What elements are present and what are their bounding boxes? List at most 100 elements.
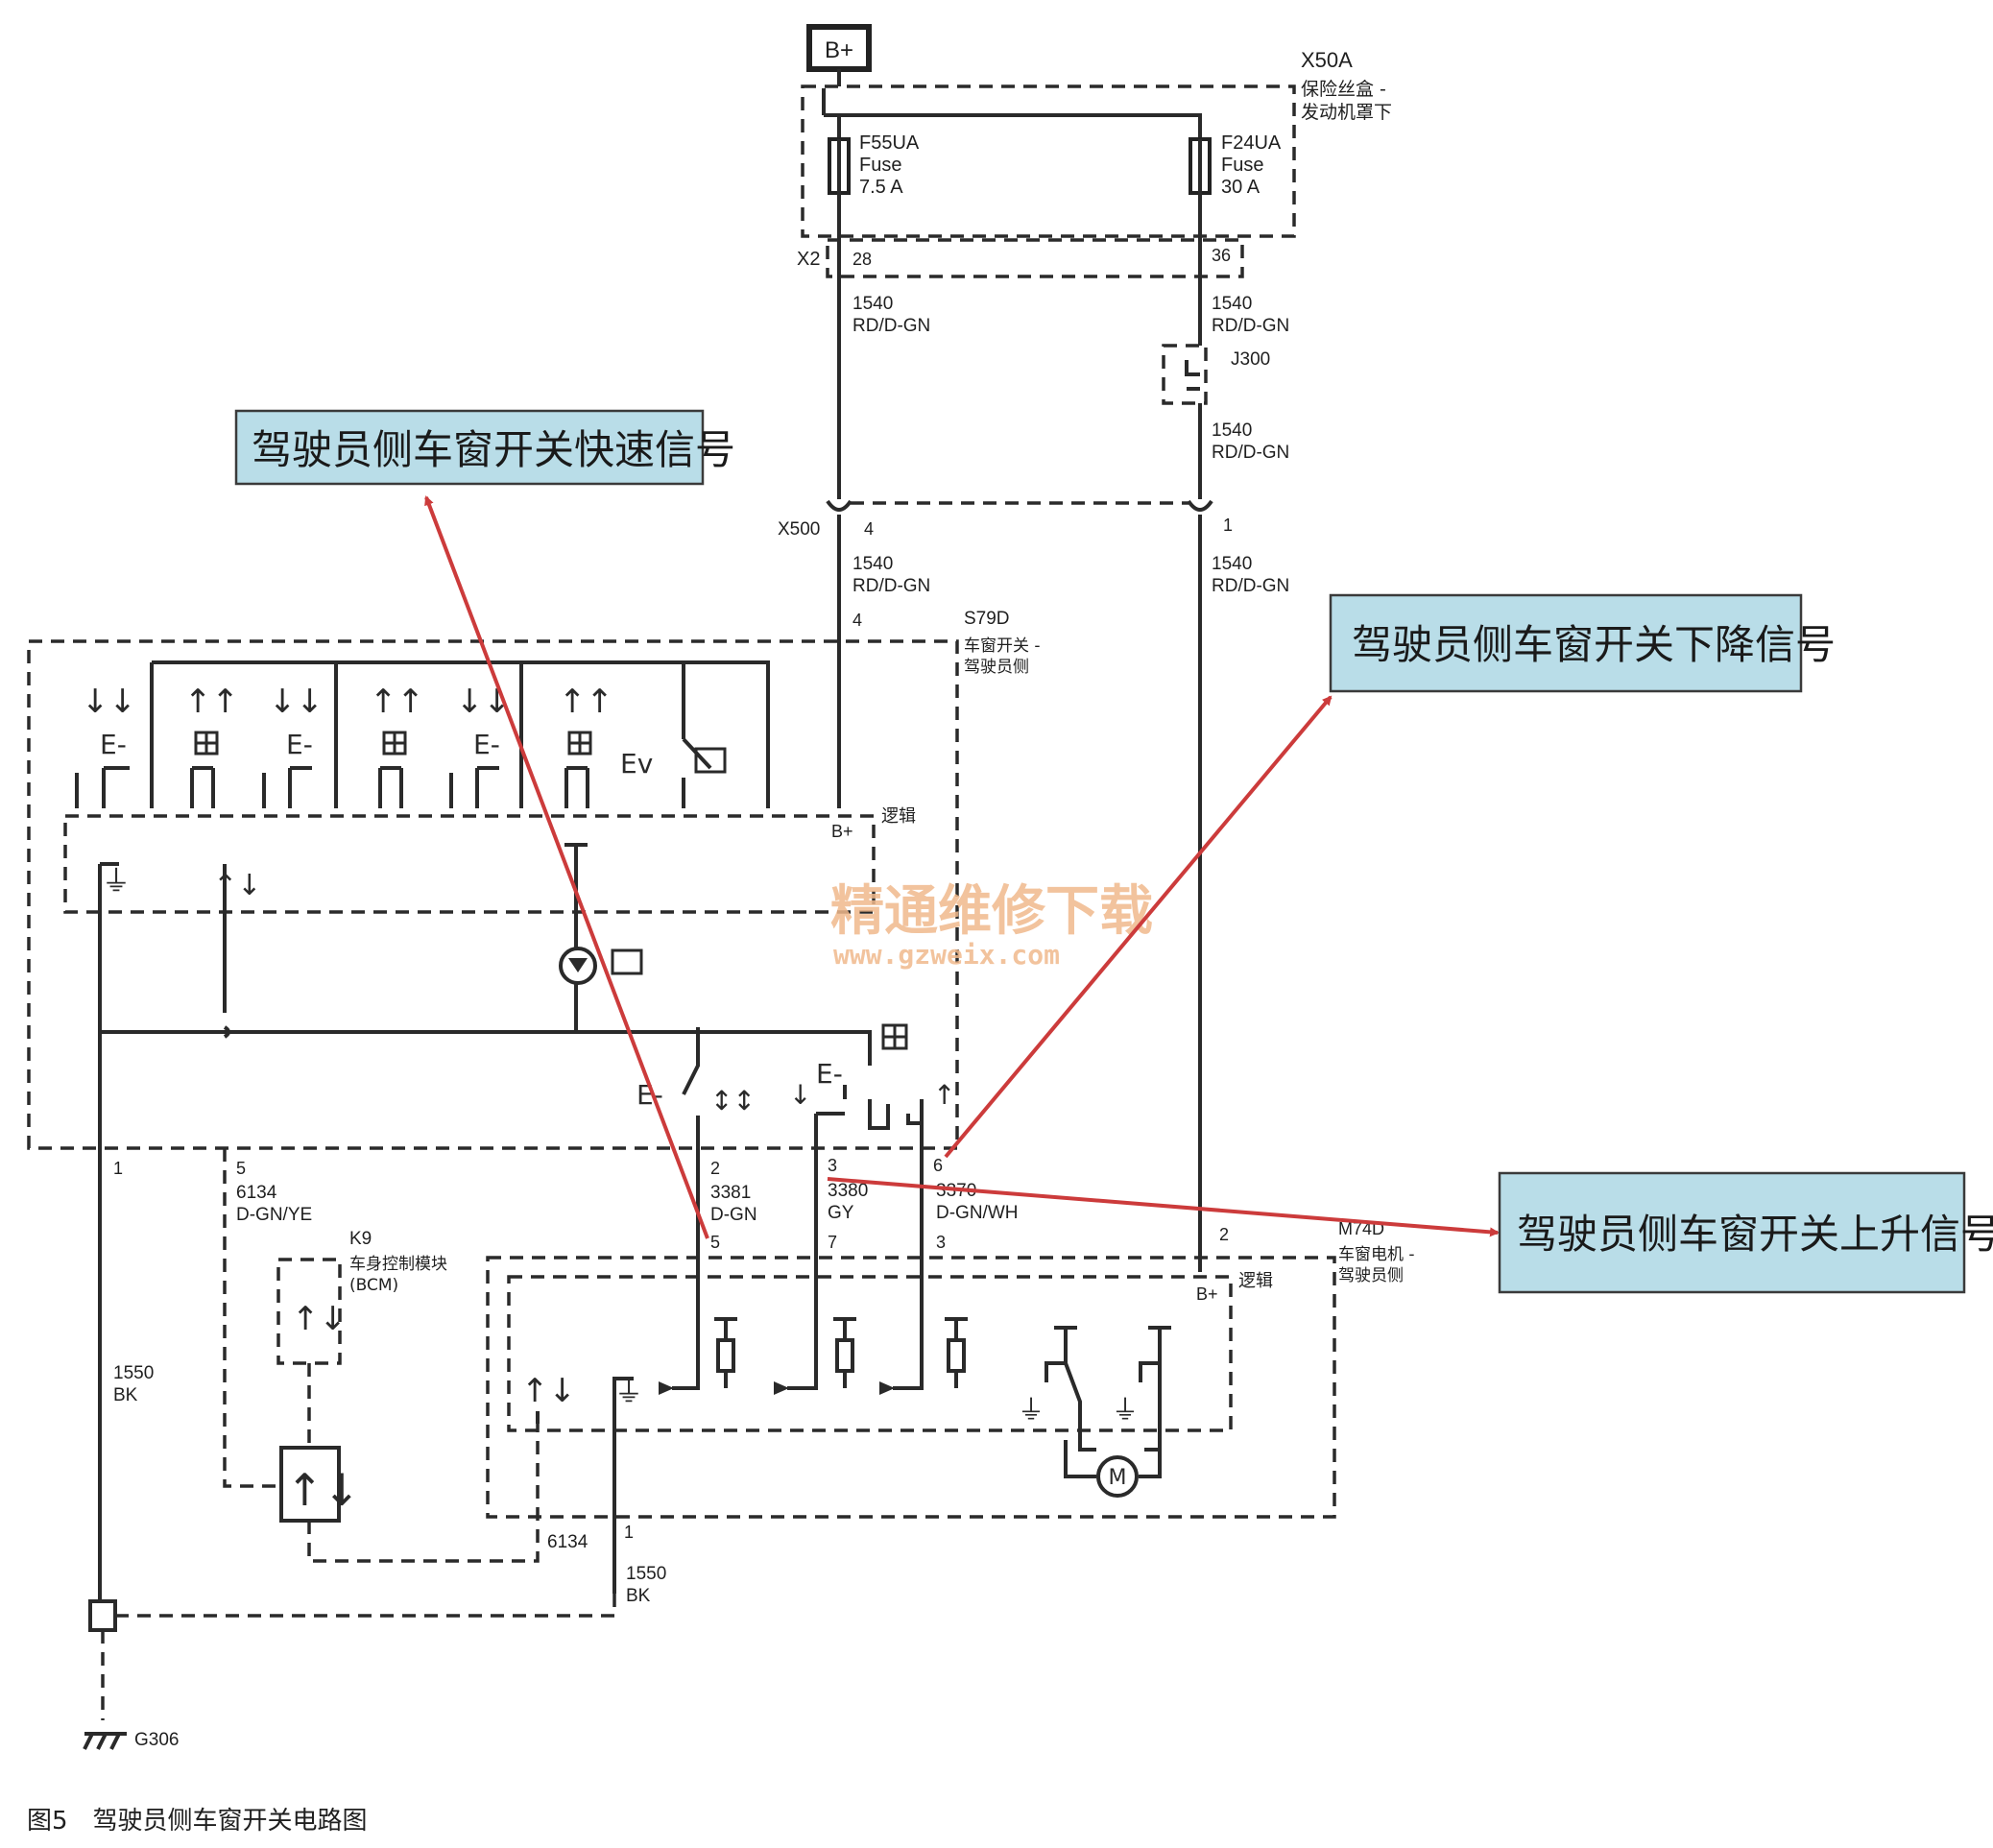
- watermark-url: www.gzweix.com: [833, 939, 1060, 971]
- callout-up-text: 驾驶员侧车窗开关上升信号: [1517, 1211, 1993, 1258]
- switch-pin-4: 4: [852, 611, 862, 630]
- logic-ground-and-data: ⏚ ↑↓: [102, 865, 261, 902]
- svg-text:E-: E-: [286, 729, 313, 760]
- svg-text:↑↑: ↑↑: [184, 683, 239, 721]
- fuse1-rating: 7.5 A: [859, 177, 903, 198]
- motor-wire-1550: 1550: [626, 1564, 666, 1584]
- motor-bplus: B+: [1196, 1284, 1218, 1304]
- wire-3370-color: D-GN/WH: [936, 1203, 1018, 1223]
- wire-color: RD/D-GN: [1212, 443, 1289, 463]
- svg-text:↑↓: ↑↓: [286, 1464, 360, 1516]
- switch-logic-label: 逻辑: [881, 806, 916, 827]
- svg-text:⏚: ⏚: [1018, 1394, 1045, 1426]
- svg-text:1: 1: [624, 1523, 634, 1542]
- svg-text:M: M: [1109, 1466, 1127, 1490]
- switch-name-2: 驾驶员侧: [964, 658, 1029, 677]
- callout-express-text: 驾驶员侧车窗开关快速信号: [252, 426, 735, 473]
- junction-j300: J300: [1162, 344, 1270, 405]
- fuse2-type: Fuse: [1221, 155, 1263, 176]
- motor-pins: 5 7 3 1: [624, 1233, 946, 1542]
- svg-text:↑↓: ↑↓: [292, 1300, 347, 1338]
- svg-text:1: 1: [113, 1159, 123, 1178]
- wire-3380: 3380: [828, 1181, 868, 1201]
- connector-x500: X500 4 1: [778, 499, 1233, 540]
- callout-up-signal: 驾驶员侧车窗开关上升信号: [1498, 1171, 1993, 1294]
- lower-switch-contacts: E- ↕↕ ↓ E- ↑: [636, 1058, 955, 1116]
- svg-text:Ev: Ev: [620, 748, 653, 780]
- fuse1-type: Fuse: [859, 155, 901, 176]
- svg-text:E-: E-: [100, 729, 127, 760]
- window-switch-s79d: S79D 车窗开关 - 驾驶员侧: [27, 609, 1041, 1150]
- fuse2-rating: 30 A: [1221, 177, 1261, 198]
- svg-text:↕↕: ↕↕: [710, 1085, 756, 1116]
- motor-inputs: ↑↓ ⏚: [521, 1238, 968, 1594]
- annotation-arrows: [424, 495, 1500, 1239]
- fuse-block-name-1: 保险丝盒 -: [1301, 79, 1386, 100]
- svg-text:⏚: ⏚: [1112, 1394, 1139, 1426]
- bcm-name-1: 车身控制模块: [349, 1255, 447, 1274]
- motor-name-2: 驾驶员侧: [1338, 1266, 1404, 1285]
- motor-logic-label: 逻辑: [1238, 1271, 1273, 1291]
- motor-wire-1550-color: BK: [626, 1586, 651, 1606]
- svg-text:↓↓: ↓↓: [269, 683, 324, 721]
- bcm-k9: K9 车身控制模块 (BCM) ↑↓ ↑↓: [276, 1229, 447, 1523]
- svg-text:2: 2: [710, 1159, 720, 1178]
- wire-1550: 1550: [113, 1363, 154, 1383]
- battery-label: B+: [825, 37, 853, 63]
- switch-contacts-row: ↓↓ ↑↑ ↓↓ ↑↑ ↓↓ ↑↑ E- E- E- Ev: [75, 683, 727, 808]
- fuse-block-name-2: 发动机罩下: [1301, 102, 1392, 123]
- motor-pin-b: 2: [1219, 1225, 1229, 1244]
- x500-pin-left: 4: [864, 519, 874, 539]
- motor-relays: ⏚ ⏚: [1018, 1326, 1171, 1478]
- switch-pins: 1 5 2 3 6: [113, 1156, 943, 1178]
- watermark-title: 精通维修下载: [830, 880, 1153, 943]
- window-motor-m74d: M74D 车窗电机 - 驾驶员侧 逻辑 B+ 2: [486, 1219, 1415, 1519]
- wire-color: RD/D-GN: [1212, 576, 1289, 596]
- switch-bplus: B+: [831, 822, 853, 841]
- connector-x2: [826, 238, 1244, 278]
- svg-text:E-: E-: [816, 1058, 843, 1090]
- wire-3380-color: GY: [828, 1203, 854, 1223]
- svg-text:5: 5: [236, 1159, 246, 1178]
- switch-name-1: 车窗开关 -: [964, 636, 1041, 656]
- indicator-led-icon: [559, 843, 643, 1032]
- wire-6134: 6134: [236, 1183, 277, 1203]
- wire-label: 1540: [1212, 294, 1252, 314]
- wire-3381: 3381: [710, 1183, 751, 1203]
- svg-text:↑: ↑: [933, 1079, 955, 1111]
- callout-down-text: 驾驶员侧车窗开关下降信号: [1352, 621, 1836, 668]
- bcm-id: K9: [349, 1229, 372, 1249]
- fuse2-pin: 36: [1212, 246, 1231, 265]
- fuse-block-id: X50A: [1301, 48, 1353, 72]
- fuse1-id: F55UA: [859, 132, 920, 154]
- svg-text:3: 3: [828, 1156, 837, 1175]
- ground-label: G306: [134, 1730, 179, 1750]
- svg-text:⏚: ⏚: [614, 1376, 643, 1409]
- svg-text:↑↑: ↑↑: [370, 683, 424, 721]
- svg-text:↓↓: ↓↓: [82, 683, 136, 721]
- x500-label: X500: [778, 519, 820, 540]
- svg-text:↑↑: ↑↑: [559, 683, 613, 721]
- figure-caption: 图5 驾驶员侧车窗开关电路图: [27, 1807, 368, 1836]
- ground-splice: [88, 1599, 117, 1632]
- callout-express-signal: 驾驶员侧车窗开关快速信号: [234, 409, 735, 486]
- svg-text:⏚: ⏚: [102, 865, 131, 899]
- wire-label: 1540: [852, 294, 893, 314]
- wire-color: RD/D-GN: [852, 576, 930, 596]
- x500-pin-right: 1: [1223, 516, 1233, 535]
- wire-3381-color: D-GN: [710, 1205, 757, 1225]
- battery-terminal: B+: [806, 24, 872, 72]
- svg-text:↑↓: ↑↓: [213, 869, 261, 902]
- bcm-name-2: (BCM): [349, 1276, 398, 1295]
- fuse2-id: F24UA: [1221, 132, 1282, 154]
- svg-text:6: 6: [933, 1156, 943, 1175]
- wire-color: RD/D-GN: [1212, 316, 1289, 336]
- wire-1550-color: BK: [113, 1385, 138, 1405]
- fuse1-pin: 28: [852, 250, 872, 269]
- wire-label: 1540: [852, 554, 893, 574]
- svg-text:7: 7: [828, 1233, 837, 1252]
- fuse-block-x50a: X50A 保险丝盒 - 发动机罩下: [801, 48, 1392, 238]
- wire-color: RD/D-GN: [852, 316, 930, 336]
- junction-label: J300: [1231, 349, 1270, 370]
- svg-text:↑↓: ↑↓: [521, 1372, 576, 1410]
